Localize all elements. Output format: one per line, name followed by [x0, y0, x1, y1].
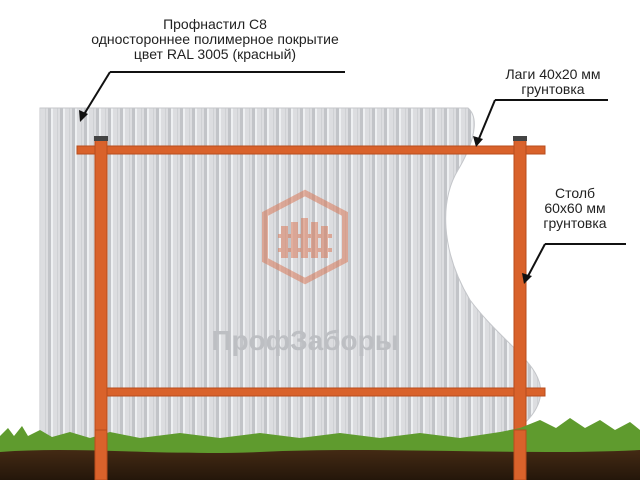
- fence-hexagon-logo-icon: [262, 189, 348, 285]
- soil: [0, 444, 640, 480]
- left-post-ground: [94, 429, 108, 480]
- leader-post: [522, 243, 626, 284]
- right-post-ground: [513, 429, 527, 480]
- leader-sheet: [79, 71, 345, 122]
- sheet-label-line-1: Профнастил С8: [163, 16, 267, 32]
- sheet-label: Профнастил С8 одностороннее полимерное п…: [40, 17, 390, 62]
- leader-lagi: [473, 99, 608, 147]
- post-label-line-2: 60х60 мм: [544, 200, 606, 216]
- post-label-line-3: грунтовка: [543, 215, 607, 231]
- left-post: [94, 137, 108, 480]
- rail-label: Лаги 40х20 мм грунтовка: [488, 67, 618, 97]
- post-label-line-1: Столб: [554, 185, 596, 201]
- rail-label-line-1: Лаги 40х20 мм: [505, 66, 601, 82]
- sheet-label-line-2: одностороннее полимерное покрытие: [91, 31, 339, 47]
- rail-label-line-2: грунтовка: [521, 81, 585, 97]
- watermark-text: ПрофЗаборы: [211, 325, 398, 356]
- post-label: Столб 60х60 мм грунтовка: [520, 186, 630, 231]
- grass: [0, 418, 640, 453]
- right-post-cap: [513, 136, 527, 141]
- sheet-label-line-3: цвет RAL 3005 (красный): [133, 46, 297, 62]
- left-post-cap: [94, 136, 108, 141]
- top-rail: [76, 145, 546, 155]
- bottom-rail: [99, 387, 546, 397]
